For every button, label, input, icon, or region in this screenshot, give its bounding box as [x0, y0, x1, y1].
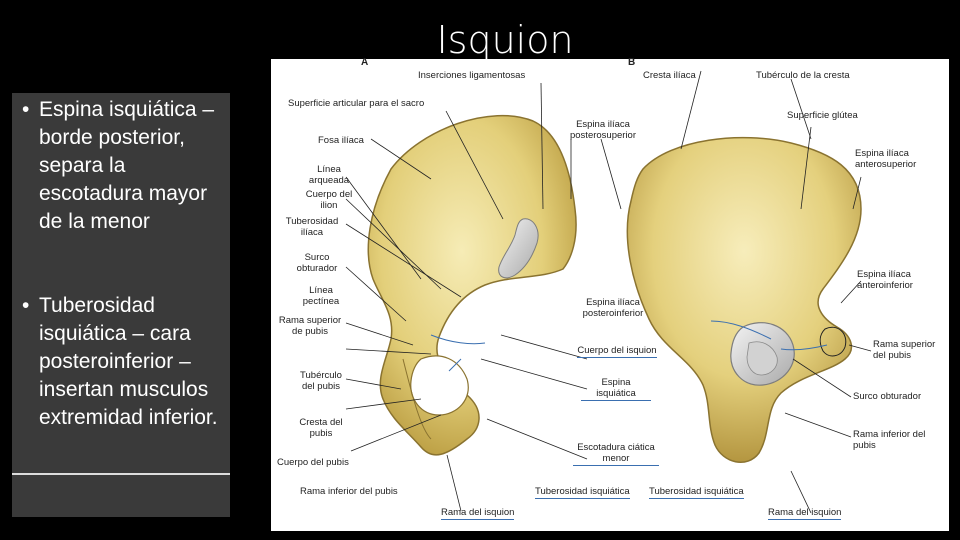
label-rama-superior-pubis-b: Rama superior del pubis — [873, 339, 936, 361]
hip-bone-medial-view — [367, 114, 577, 456]
label-rama-superior-pubis-a: Rama superior de pubis — [278, 315, 342, 337]
label-linea-pectinea: Línea pectínea — [302, 285, 340, 307]
bullet-panel — [12, 93, 230, 473]
label-tuberculo-pubis: Tubérculo del pubis — [300, 370, 342, 392]
label-superficie-glutea: Superficie glútea — [787, 110, 858, 121]
hip-bone-lateral-view — [626, 136, 862, 463]
slide-title: Isquion — [436, 18, 574, 62]
label-tuberosidad-isquiatica-b: Tuberosidad isquiática — [649, 486, 744, 499]
bullet-text: Tuberosidad isquiática – cara posteroinf… — [39, 294, 218, 429]
label-espina-posterosuperior: Espina ilíaca posterosuperior — [569, 119, 636, 141]
bullet-dot-icon: • — [22, 294, 30, 317]
label-espina-posteroinferior: Espina ilíaca posteroinferior — [582, 297, 644, 319]
label-rama-isquion-a: Rama del isquion — [441, 507, 515, 520]
bullet-dot-icon: • — [22, 98, 30, 121]
label-rama-inferior-pubis-b: Rama inferior del pubis — [853, 429, 926, 451]
label-rama-isquion-b: Rama del isquion — [768, 507, 842, 520]
panel-a-letter: A — [361, 57, 369, 68]
bullet-panel-overflow — [12, 473, 230, 517]
pelvic-bone-illustration: A B Inserciones ligamentosas Superficie … — [271, 57, 949, 531]
label-espina-anteroinferior: Espina ilíaca anteroinferior — [857, 269, 913, 291]
label-cuerpo-ilion: Cuerpo del ilion — [305, 189, 353, 211]
bullet-text: Espina isquiática – borde posterior, sep… — [39, 98, 215, 233]
bullet-item: • Tuberosidad isquiática – cara posteroi… — [22, 292, 227, 432]
label-cresta-pubis: Cresta del pubis — [299, 417, 343, 439]
label-surco-obturador-a: Surco obturador — [296, 252, 338, 274]
hip-bone-drawing — [345, 70, 872, 514]
bullet-item: • Espina isquiática – borde posterior, s… — [22, 96, 227, 236]
panel-b-letter: B — [628, 57, 636, 68]
label-espina-isquiatica: Espina isquiática — [581, 377, 651, 401]
label-surco-obturador-b: Surco obturador — [853, 391, 922, 402]
label-linea-arqueada: Línea arqueada — [308, 164, 350, 186]
label-cuerpo-pubis: Cuerpo del pubis — [277, 457, 349, 468]
label-tuberosidad-isquiatica-a: Tuberosidad isquiática — [535, 486, 630, 499]
label-espina-anterosuperior: Espina ilíaca anterosuperior — [855, 148, 917, 170]
bullet-list: • Espina isquiática – borde posterior, s… — [22, 96, 227, 432]
label-tuberosidad-iliaca: Tuberosidad ilíaca — [285, 216, 339, 238]
label-rama-inferior-pubis-a: Rama inferior del pubis — [300, 486, 398, 497]
label-leader-lines — [345, 70, 872, 514]
label-fosa-iliaca: Fosa ilíaca — [318, 135, 364, 146]
label-superficie-articular: Superficie articular para el sacro — [288, 98, 425, 109]
label-inserciones: Inserciones ligamentosas — [418, 70, 526, 81]
label-tuberculo-cresta: Tubérculo de la cresta — [756, 70, 850, 81]
label-cuerpo-isquion: Cuerpo del isquion — [577, 345, 657, 358]
label-escotadura-menor: Escotadura ciática menor — [573, 442, 659, 466]
label-cresta-iliaca: Cresta ilíaca — [643, 70, 696, 81]
